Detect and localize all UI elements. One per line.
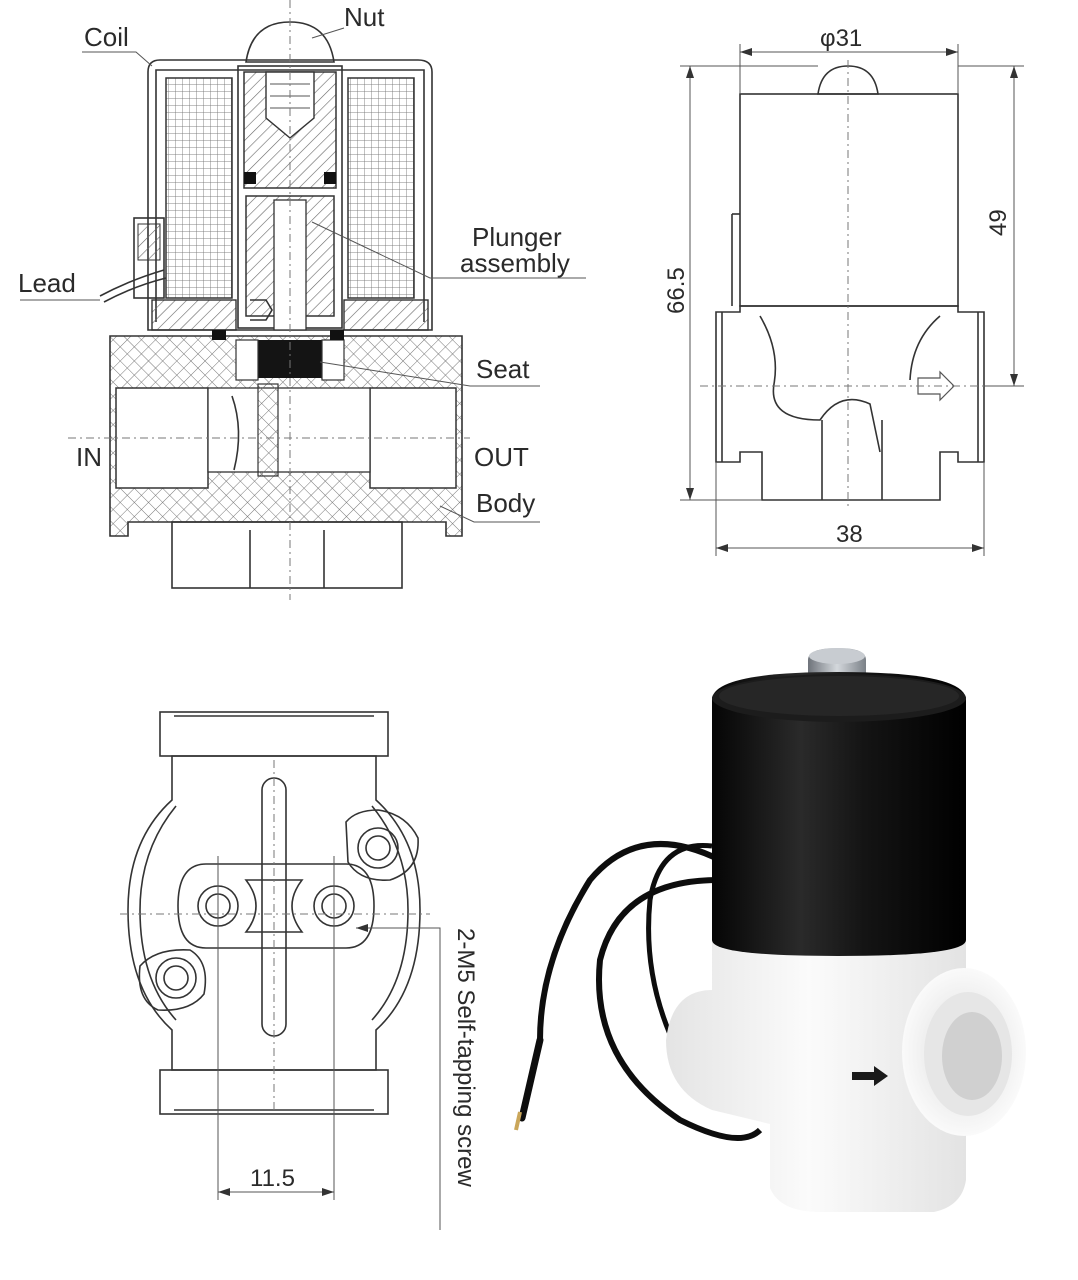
bottom-view: 11.5 2-M5 Self-tapping screw (120, 711, 479, 1230)
hole-spacing-dimension: 11.5 (250, 1165, 295, 1192)
cross-section-view: Coil Nut Plunger assembly Lead Seat IN O… (18, 0, 586, 600)
total-height-dimension: 66.5 (663, 267, 690, 314)
coil-height-dimension: 49 (985, 209, 1012, 236)
seat-label: Seat (476, 354, 530, 384)
side-coil-outline (739, 93, 959, 307)
diameter-dimension: φ31 (820, 25, 862, 52)
bottom-body-outline (127, 755, 421, 1071)
plunger-label-line2: assembly (460, 248, 570, 278)
side-view: φ31 49 66.5 38 (663, 25, 1024, 556)
valve-photo (514, 648, 1026, 1212)
lead-label: Lead (18, 268, 76, 298)
body-label: Body (476, 488, 535, 518)
nut-label: Nut (344, 2, 385, 32)
lead-wire-2 (596, 877, 763, 1141)
coil-winding-left (165, 77, 233, 299)
coil-label: Coil (84, 22, 129, 52)
plunger-label-line1: Plunger (472, 222, 562, 252)
coil-housing (147, 59, 433, 331)
body-width-dimension: 38 (836, 521, 863, 548)
body-bottom-boss (171, 521, 403, 589)
screw-note: 2-M5 Self-tapping screw (452, 928, 479, 1187)
side-body-outline (715, 305, 985, 501)
inlet-label: IN (76, 442, 102, 472)
photo-coil (712, 672, 966, 956)
coil-winding-right (347, 77, 415, 299)
lead-wire-1 (537, 841, 722, 1041)
outlet-label: OUT (474, 442, 529, 472)
